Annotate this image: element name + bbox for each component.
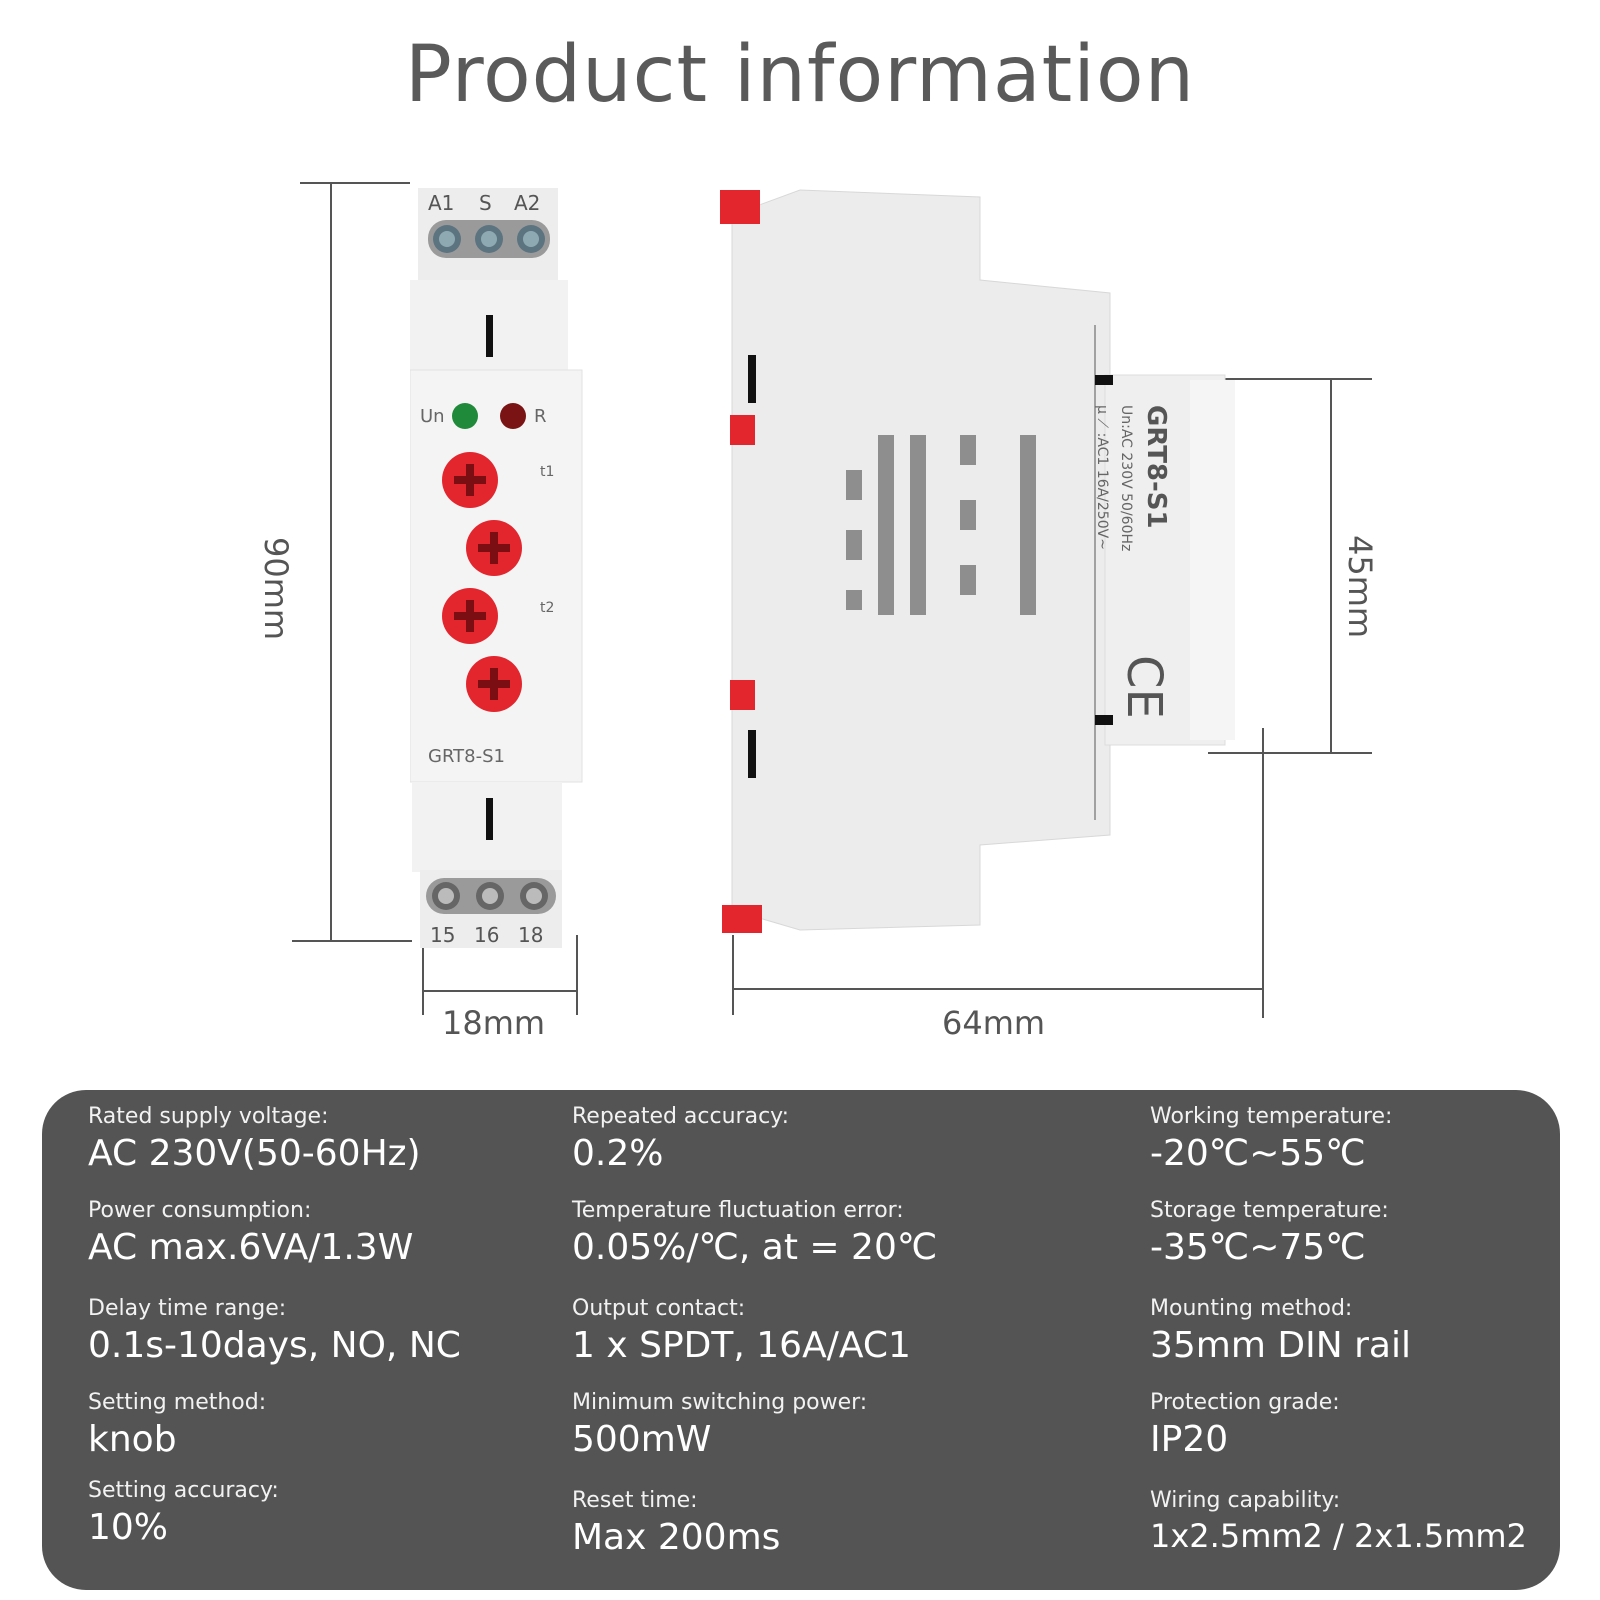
spec-label: Output contact: xyxy=(572,1296,746,1321)
spec-mounting-method: Mounting method: 35mm DIN rail xyxy=(1150,1296,1550,1366)
spec-temperature-error: Temperature fluctuation error: 0.05%/℃, … xyxy=(572,1198,1132,1268)
front-model-label: GRT8-S1 xyxy=(428,746,505,767)
spec-setting-accuracy: Setting accuracy: 10% xyxy=(88,1478,648,1548)
terminal-15: 15 xyxy=(430,923,455,947)
knob-t1-label: t1 xyxy=(540,464,554,480)
spec-label: Repeated accuracy: xyxy=(572,1104,790,1129)
spec-value: 1 x SPDT, 16A/AC1 xyxy=(572,1325,911,1366)
spec-repeated-accuracy: Repeated accuracy: 0.2% xyxy=(572,1104,1132,1174)
spec-value: AC 230V(50-60Hz) xyxy=(88,1133,421,1174)
spec-label: Temperature fluctuation error: xyxy=(572,1198,904,1223)
clip-icon xyxy=(720,190,760,224)
height-label: 90mm xyxy=(257,537,295,641)
spec-label: Storage temperature: xyxy=(1150,1198,1389,1223)
page-title: Product information xyxy=(404,30,1196,120)
depth-label: 64mm xyxy=(942,1004,1046,1042)
spec-label: Reset time: xyxy=(572,1488,698,1513)
status-led-icon xyxy=(452,403,526,429)
terminal-s: S xyxy=(479,191,492,215)
spec-storage-temperature: Storage temperature: -35℃~75℃ xyxy=(1150,1198,1550,1268)
spec-reset-time: Reset time: Max 200ms xyxy=(572,1488,1132,1558)
spec-rated-voltage: Rated supply voltage: AC 230V(50-60Hz) xyxy=(88,1104,648,1174)
spec-value: 0.2% xyxy=(572,1133,664,1174)
spec-value: 500mW xyxy=(572,1419,712,1460)
spec-switching-power: Minimum switching power: 500mW xyxy=(572,1390,1132,1460)
spec-label: Rated supply voltage: xyxy=(88,1104,329,1129)
terminal-a1: A1 xyxy=(428,191,454,215)
setting-knob-icon xyxy=(442,452,522,712)
width-label: 18mm xyxy=(442,1004,546,1042)
side-model-label: GRT8-S1 xyxy=(1141,405,1171,529)
spec-label: Power consumption: xyxy=(88,1198,312,1223)
spec-wiring-capability: Wiring capability: 1x2.5mm2 / 2x1.5mm2 xyxy=(1150,1488,1550,1555)
spec-value: 0.1s-10days, NO, NC xyxy=(88,1325,461,1366)
spec-setting-method: Setting method: knob xyxy=(88,1390,648,1460)
spec-label: Wiring capability: xyxy=(1150,1488,1341,1513)
terminal-screw-icon xyxy=(432,882,548,910)
side-rating-line-1: Un:AC 230V 50/60Hz xyxy=(1118,405,1134,551)
spec-delay-time: Delay time range: 0.1s-10days, NO, NC xyxy=(88,1296,648,1366)
spec-protection-grade: Protection grade: IP20 xyxy=(1150,1390,1550,1460)
terminal-16: 16 xyxy=(474,923,499,947)
specifications-panel: Rated supply voltage: AC 230V(50-60Hz) P… xyxy=(42,1090,1560,1590)
spec-label: Working temperature: xyxy=(1150,1104,1393,1129)
led-un-label: Un xyxy=(420,406,445,427)
relay-side-view: GRT8-S1 Un:AC 230V 50/60Hz μ ⟋ :AC1 16A/… xyxy=(720,189,1235,933)
terminal-18: 18 xyxy=(518,923,543,947)
ce-mark-icon: CE xyxy=(1116,655,1172,719)
terminal-a2: A2 xyxy=(514,191,540,215)
spec-value: Max 200ms xyxy=(572,1517,781,1558)
spec-value: 1x2.5mm2 / 2x1.5mm2 xyxy=(1150,1517,1527,1555)
spec-label: Protection grade: xyxy=(1150,1390,1340,1415)
side-height-label: 45mm xyxy=(1341,535,1379,639)
spec-label: Setting accuracy: xyxy=(88,1478,279,1503)
spec-working-temperature: Working temperature: -20℃~55℃ xyxy=(1150,1104,1550,1174)
spec-value: knob xyxy=(88,1419,177,1460)
timing-diagram xyxy=(846,435,1036,615)
spec-value: 0.05%/℃, at = 20℃ xyxy=(572,1227,938,1268)
spec-value: -35℃~75℃ xyxy=(1150,1227,1366,1268)
side-rating-line-2: μ ⟋ :AC1 16A/250V~ xyxy=(1094,405,1110,550)
spec-value: 35mm DIN rail xyxy=(1150,1325,1411,1366)
spec-label: Delay time range: xyxy=(88,1296,287,1321)
spec-power-consumption: Power consumption: AC max.6VA/1.3W xyxy=(88,1198,648,1268)
terminal-screw-icon xyxy=(433,225,545,253)
relay-front-view: A1 S A2 Un R t1 t2 GRT8-S1 15 16 18 xyxy=(410,188,583,948)
knob-t2-label: t2 xyxy=(540,600,554,616)
spec-value: IP20 xyxy=(1150,1419,1229,1460)
spec-label: Mounting method: xyxy=(1150,1296,1353,1321)
spec-label: Minimum switching power: xyxy=(572,1390,868,1415)
spec-output-contact: Output contact: 1 x SPDT, 16A/AC1 xyxy=(572,1296,1132,1366)
led-r-label: R xyxy=(534,406,547,427)
spec-label: Setting method: xyxy=(88,1390,267,1415)
spec-value: -20℃~55℃ xyxy=(1150,1133,1366,1174)
spec-value: 10% xyxy=(88,1507,169,1548)
spec-value: AC max.6VA/1.3W xyxy=(88,1227,414,1268)
